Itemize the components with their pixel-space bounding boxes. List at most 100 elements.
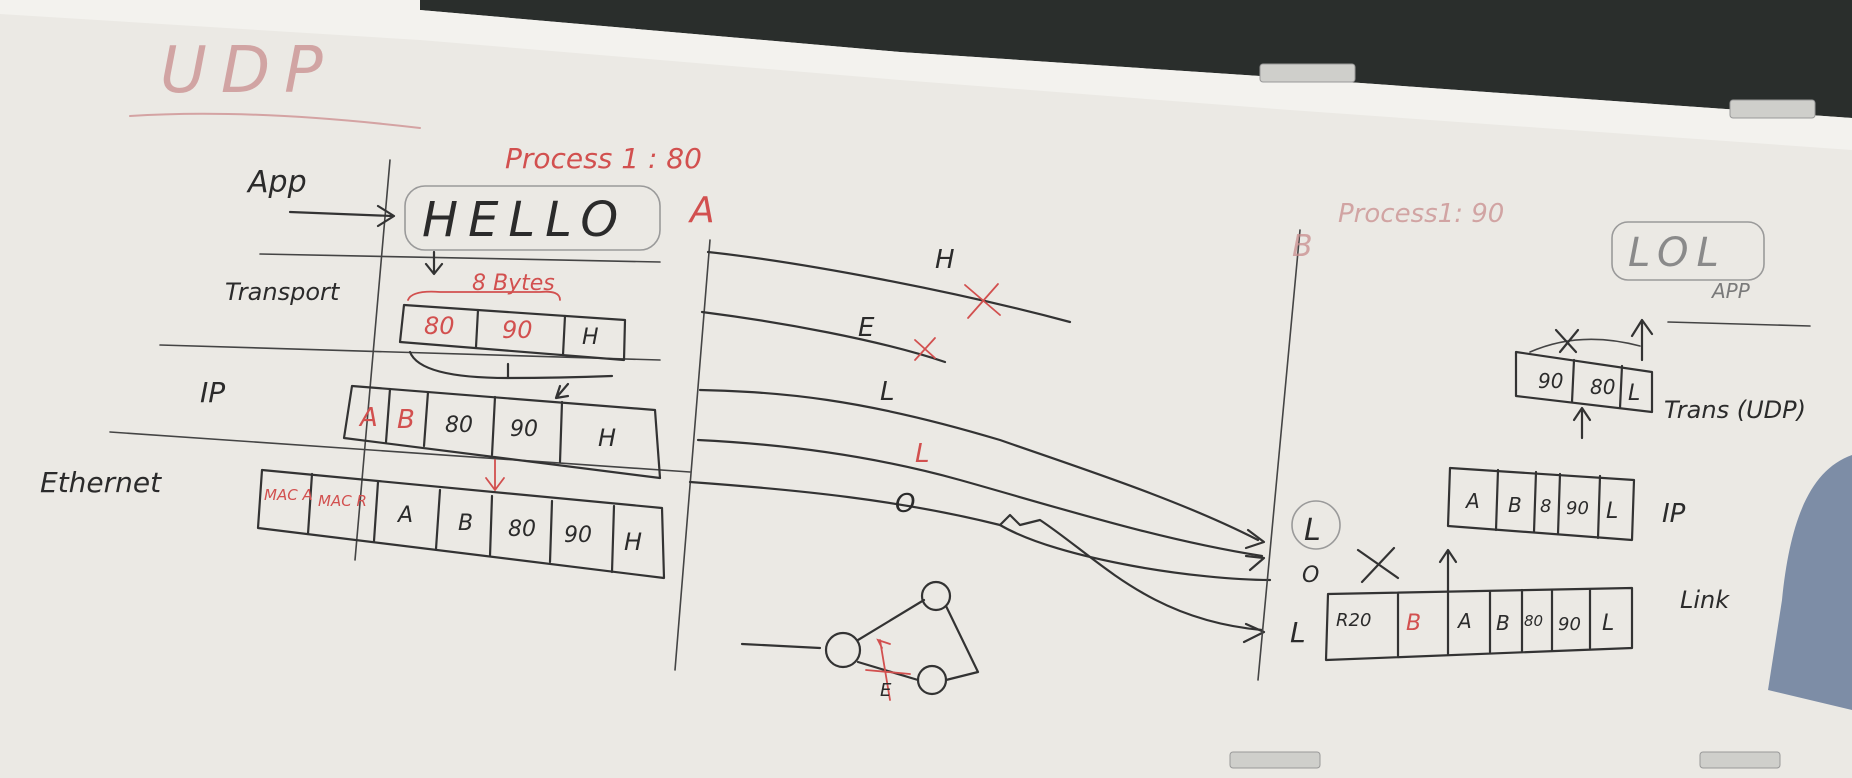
receiver-transport-segment bbox=[1514, 338, 1654, 414]
wire-line bbox=[998, 523, 1272, 582]
receiver-ip-cell: B bbox=[1508, 493, 1522, 517]
wire-letter: O bbox=[895, 489, 915, 519]
up-arrow bbox=[1572, 406, 1592, 440]
network-sketch bbox=[740, 580, 980, 701]
board-clip bbox=[1229, 751, 1321, 769]
title-underline bbox=[129, 112, 421, 129]
message-bubble bbox=[404, 185, 661, 251]
transport-cell: H bbox=[582, 325, 599, 350]
ethernet-cell: MAC A bbox=[264, 486, 313, 504]
person-shoulder bbox=[1768, 455, 1852, 710]
sender-host-label: A bbox=[688, 190, 715, 231]
receiver-link-cell: 90 bbox=[1558, 614, 1581, 635]
arrowhead bbox=[1244, 554, 1266, 572]
ethernet-cell: H bbox=[624, 528, 642, 556]
ip-cell: B bbox=[397, 405, 415, 435]
receiver-process-label: Process1: 90 bbox=[1338, 199, 1504, 229]
chalkboard-strip bbox=[420, 0, 1852, 118]
host-a-line bbox=[674, 239, 711, 671]
received-message-bubble bbox=[1611, 221, 1765, 281]
down-arrow bbox=[485, 459, 505, 492]
wire-line bbox=[688, 480, 1264, 632]
wire-letter: L bbox=[915, 439, 930, 469]
receiver-trans-cell: 90 bbox=[1538, 369, 1563, 393]
up-arrow bbox=[1630, 318, 1654, 362]
arrival-letter: O bbox=[1302, 563, 1319, 588]
wire-line bbox=[706, 250, 1072, 324]
network-node-label: E bbox=[880, 680, 892, 701]
ethernet-cell: 90 bbox=[564, 523, 592, 548]
receiver-ip-cell: 90 bbox=[1566, 498, 1589, 519]
ethernet-cell: MAC R bbox=[318, 492, 367, 510]
wire-letter: L bbox=[880, 377, 895, 407]
stripped-header-mark bbox=[1554, 328, 1580, 354]
receiver-ip-label: IP bbox=[1662, 499, 1686, 529]
receiver-trans-cell: L bbox=[1628, 381, 1640, 406]
board-clip bbox=[1699, 751, 1781, 769]
app-arrow bbox=[288, 204, 396, 228]
receiver-ip-datagram bbox=[1446, 466, 1636, 542]
receiver-link-cell: B bbox=[1406, 611, 1421, 636]
ip-cell: 90 bbox=[510, 417, 538, 442]
ethernet-frame bbox=[256, 468, 666, 580]
receiver-ip-cell: A bbox=[1464, 489, 1480, 513]
arrowhead bbox=[1242, 622, 1266, 644]
arrowhead bbox=[1244, 528, 1266, 550]
layer-label-transport: Transport bbox=[225, 278, 341, 306]
down-arrow bbox=[554, 382, 570, 400]
arrival-circle bbox=[1291, 500, 1341, 550]
transport-cell: 80 bbox=[424, 312, 455, 340]
receiver-link-cell: A bbox=[1456, 609, 1472, 633]
receiver-link-cell: R20 bbox=[1336, 610, 1371, 631]
receiver-link-frame bbox=[1324, 586, 1634, 662]
lost-packet-mark bbox=[964, 283, 1001, 319]
host-b-line bbox=[1257, 229, 1301, 681]
board-clip bbox=[1259, 63, 1356, 83]
lost-packet-mark bbox=[914, 337, 936, 361]
stack-boundary-line bbox=[354, 159, 391, 561]
layer-separator bbox=[109, 431, 691, 473]
transport-brace bbox=[408, 350, 614, 380]
ip-datagram bbox=[342, 384, 662, 480]
wire-line bbox=[696, 438, 1264, 558]
receiver-trans-cell: 80 bbox=[1590, 375, 1615, 399]
layer-separator bbox=[259, 253, 661, 263]
receiver-ip-cell: L bbox=[1606, 499, 1618, 524]
ethernet-cell: B bbox=[458, 511, 473, 536]
ip-cell: 80 bbox=[445, 413, 473, 438]
layer-label-ip: IP bbox=[200, 376, 225, 409]
layer-label-ethernet: Ethernet bbox=[40, 466, 162, 499]
transport-cell: 90 bbox=[502, 316, 533, 344]
receiver-app-label: APP bbox=[1710, 279, 1751, 303]
wire-line bbox=[700, 310, 947, 364]
receiver-link-cell: B bbox=[1496, 611, 1510, 635]
transport-segment bbox=[398, 303, 627, 362]
stripped-header-mark bbox=[1356, 546, 1400, 584]
receiver-trans-label: Trans (UDP) bbox=[1664, 396, 1806, 424]
ethernet-cell: A bbox=[396, 503, 413, 528]
receiver-link-label: Link bbox=[1680, 586, 1730, 614]
board-clip bbox=[1729, 99, 1816, 119]
board-frame bbox=[0, 0, 1852, 150]
ip-cell: A bbox=[358, 403, 378, 433]
wire-letter: H bbox=[935, 245, 955, 275]
wire-line bbox=[698, 388, 1260, 542]
down-arrow bbox=[424, 250, 444, 276]
receiver-host-label: B bbox=[1292, 229, 1313, 264]
sender-process-label: Process 1 : 80 bbox=[505, 142, 702, 175]
layer-separator bbox=[1667, 321, 1811, 327]
arrival-letter: L bbox=[1290, 616, 1306, 649]
ip-cell: H bbox=[598, 424, 616, 452]
receiver-ip-cell: 8 bbox=[1540, 496, 1551, 517]
wire-letter: E bbox=[858, 313, 875, 343]
layer-label-app: App bbox=[246, 165, 307, 200]
size-brace bbox=[407, 290, 561, 301]
title: UDP bbox=[160, 34, 337, 108]
sender-message: HELLO bbox=[422, 192, 628, 248]
up-arrow bbox=[1438, 548, 1458, 594]
receiver-link-cell: 80 bbox=[1524, 612, 1543, 630]
receiver-link-cell: L bbox=[1602, 611, 1614, 636]
ethernet-cell: 80 bbox=[508, 517, 536, 542]
arrival-letter: L bbox=[1304, 513, 1321, 548]
